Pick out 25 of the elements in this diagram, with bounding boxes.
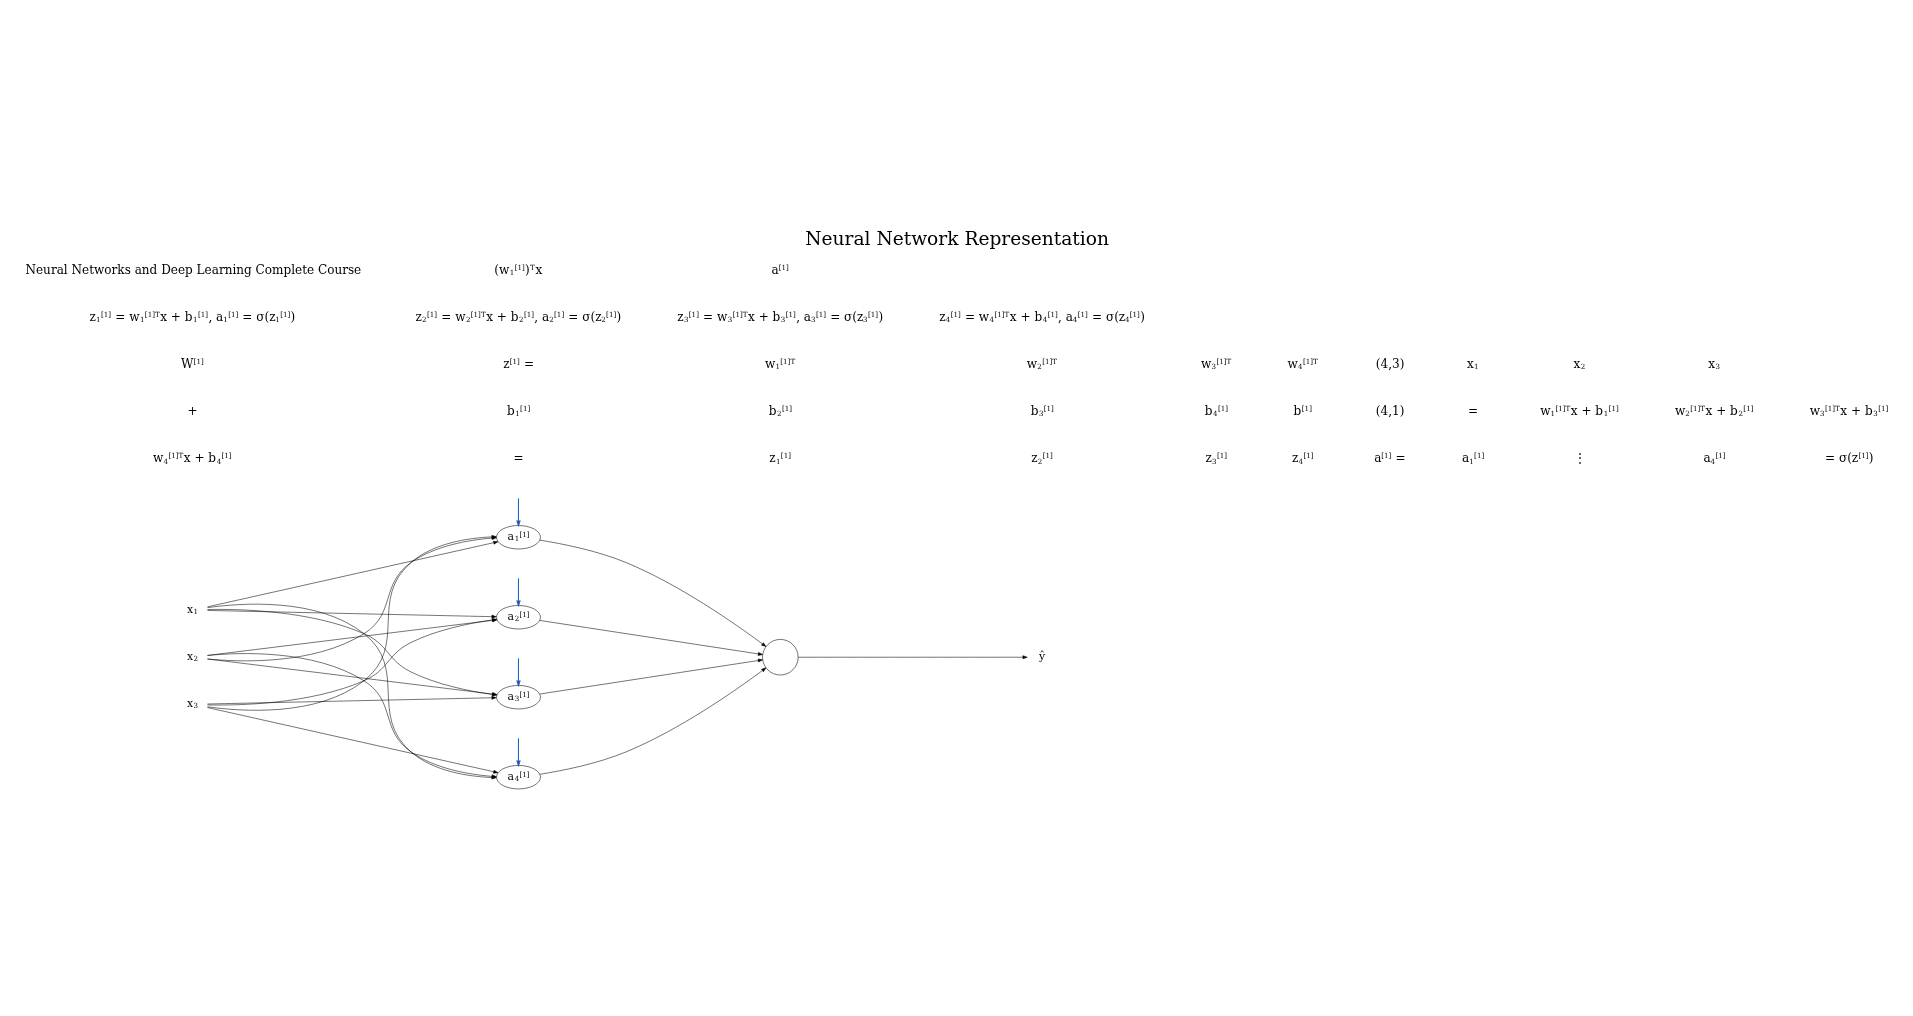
arrow [206,609,497,697]
label: ⋮ [1573,450,1586,465]
arrow [539,620,763,656]
arrow [206,618,497,706]
label: (4,1) [1375,403,1404,418]
diagram-title: Neural Network Representation [804,227,1109,249]
arrow [206,707,498,774]
label: + [187,403,198,418]
arrow [206,658,497,696]
arrow [206,695,496,705]
label: Neural Networks and Deep Learning Complete Course [24,262,361,277]
label: = [513,450,524,465]
arrow [539,658,763,695]
arrow [515,497,521,528]
node-text: ŷ [1038,649,1045,663]
arrow [515,577,521,608]
label: (4,3) [1375,356,1404,371]
arrow [206,610,496,619]
arrow [206,540,498,608]
label: = [1467,403,1478,418]
arrow [797,655,1028,660]
arrow [515,737,521,768]
arrow [539,539,766,647]
arrow [515,657,521,688]
arrow [539,667,766,775]
